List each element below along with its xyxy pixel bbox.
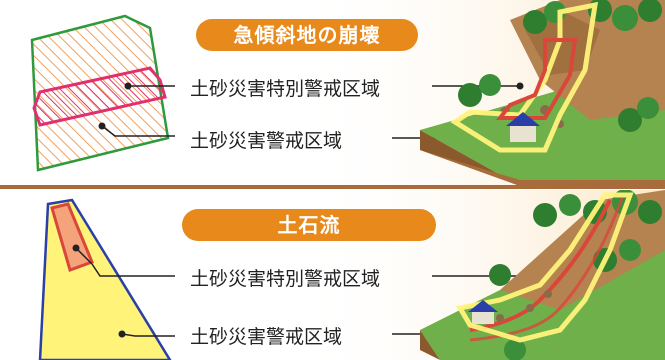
slope-illustration xyxy=(420,0,665,186)
steep-slope-graphics xyxy=(30,0,665,186)
house-icon xyxy=(506,112,540,142)
panel-divider xyxy=(0,185,665,189)
debris-house-icon xyxy=(468,300,498,324)
debris-flow-title: 土石流 xyxy=(182,209,436,241)
steep-slope-panel: 急傾斜地の崩壊 土砂災害特別警戒区域 土砂災害警戒区域 xyxy=(30,0,665,186)
debris-flow-illustration xyxy=(420,190,665,360)
steep-slope-title: 急傾斜地の崩壊 xyxy=(196,19,418,51)
debris-flow-special-zone-label: 土砂災害特別警戒区域 xyxy=(190,268,381,290)
special-zone-map xyxy=(32,66,167,127)
steep-slope-warning-zone-label: 土砂災害警戒区域 xyxy=(190,130,343,152)
debris-flow-panel: 土石流 土砂災害特別警戒区域 土砂災害警戒区域 xyxy=(0,190,665,360)
steep-slope-special-zone-label: 土砂災害特別警戒区域 xyxy=(190,78,381,100)
map-leader-warning xyxy=(101,125,175,137)
debris-flow-graphics xyxy=(38,190,665,360)
debris-flow-warning-zone-label: 土砂災害警戒区域 xyxy=(190,326,343,348)
